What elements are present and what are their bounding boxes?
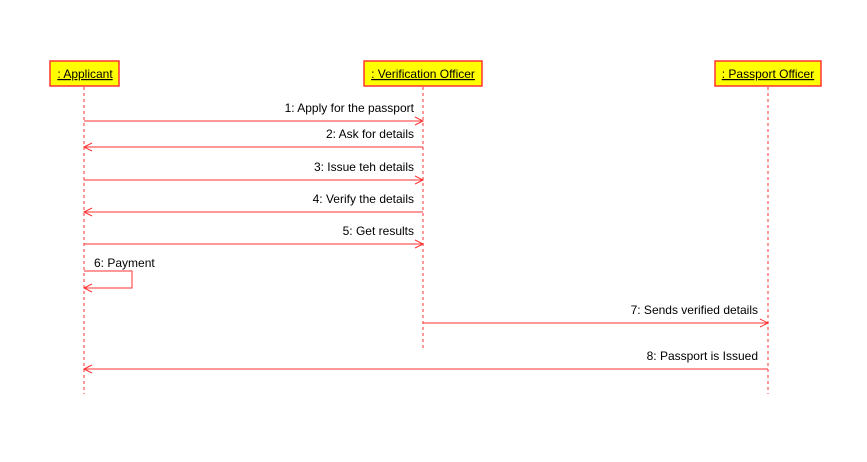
message-5-arrowhead bbox=[414, 239, 425, 249]
message-4-arrowhead bbox=[82, 207, 93, 217]
message-7-label: 7: Sends verified details bbox=[631, 303, 758, 317]
message-6-label: 6: Payment bbox=[94, 256, 155, 270]
participant-label-verification-officer: : Verification Officer bbox=[371, 67, 475, 81]
message-3-label: 3: Issue teh details bbox=[314, 160, 414, 174]
message-8-label: 8: Passport is Issued bbox=[647, 349, 758, 363]
participant-passport-officer[interactable]: : Passport Officer bbox=[714, 60, 822, 87]
message-8-arrowhead bbox=[82, 364, 93, 374]
message-2-arrowhead bbox=[82, 142, 93, 152]
message-7-arrowhead bbox=[759, 318, 770, 328]
message-5-label: 5: Get results bbox=[343, 224, 414, 238]
message-5: 5: Get results bbox=[84, 224, 425, 249]
participant-applicant[interactable]: : Applicant bbox=[49, 60, 120, 87]
message-6-line bbox=[84, 270, 133, 289]
participant-box-passport-officer bbox=[714, 60, 822, 87]
participant-verification-officer[interactable]: : Verification Officer bbox=[363, 60, 483, 87]
message-6-arrowhead bbox=[82, 283, 93, 293]
message-4-label: 4: Verify the details bbox=[313, 192, 414, 206]
message-3: 3: Issue teh details bbox=[84, 160, 425, 185]
participant-label-applicant: : Applicant bbox=[57, 67, 113, 81]
message-1-label: 1: Apply for the passport bbox=[285, 101, 415, 115]
message-7: 7: Sends verified details bbox=[423, 303, 770, 328]
participant-box-verification-officer bbox=[363, 60, 483, 87]
message-6: 6: Payment bbox=[82, 256, 155, 293]
message-1: 1: Apply for the passport bbox=[84, 101, 425, 126]
message-1-arrowhead bbox=[414, 116, 425, 126]
message-3-arrowhead bbox=[414, 175, 425, 185]
participant-label-passport-officer: : Passport Officer bbox=[722, 67, 814, 81]
participant-box-applicant bbox=[49, 60, 120, 87]
message-2-label: 2: Ask for details bbox=[326, 127, 414, 141]
message-4: 4: Verify the details bbox=[82, 192, 423, 217]
message-2: 2: Ask for details bbox=[82, 127, 423, 152]
message-8: 8: Passport is Issued bbox=[82, 349, 768, 374]
